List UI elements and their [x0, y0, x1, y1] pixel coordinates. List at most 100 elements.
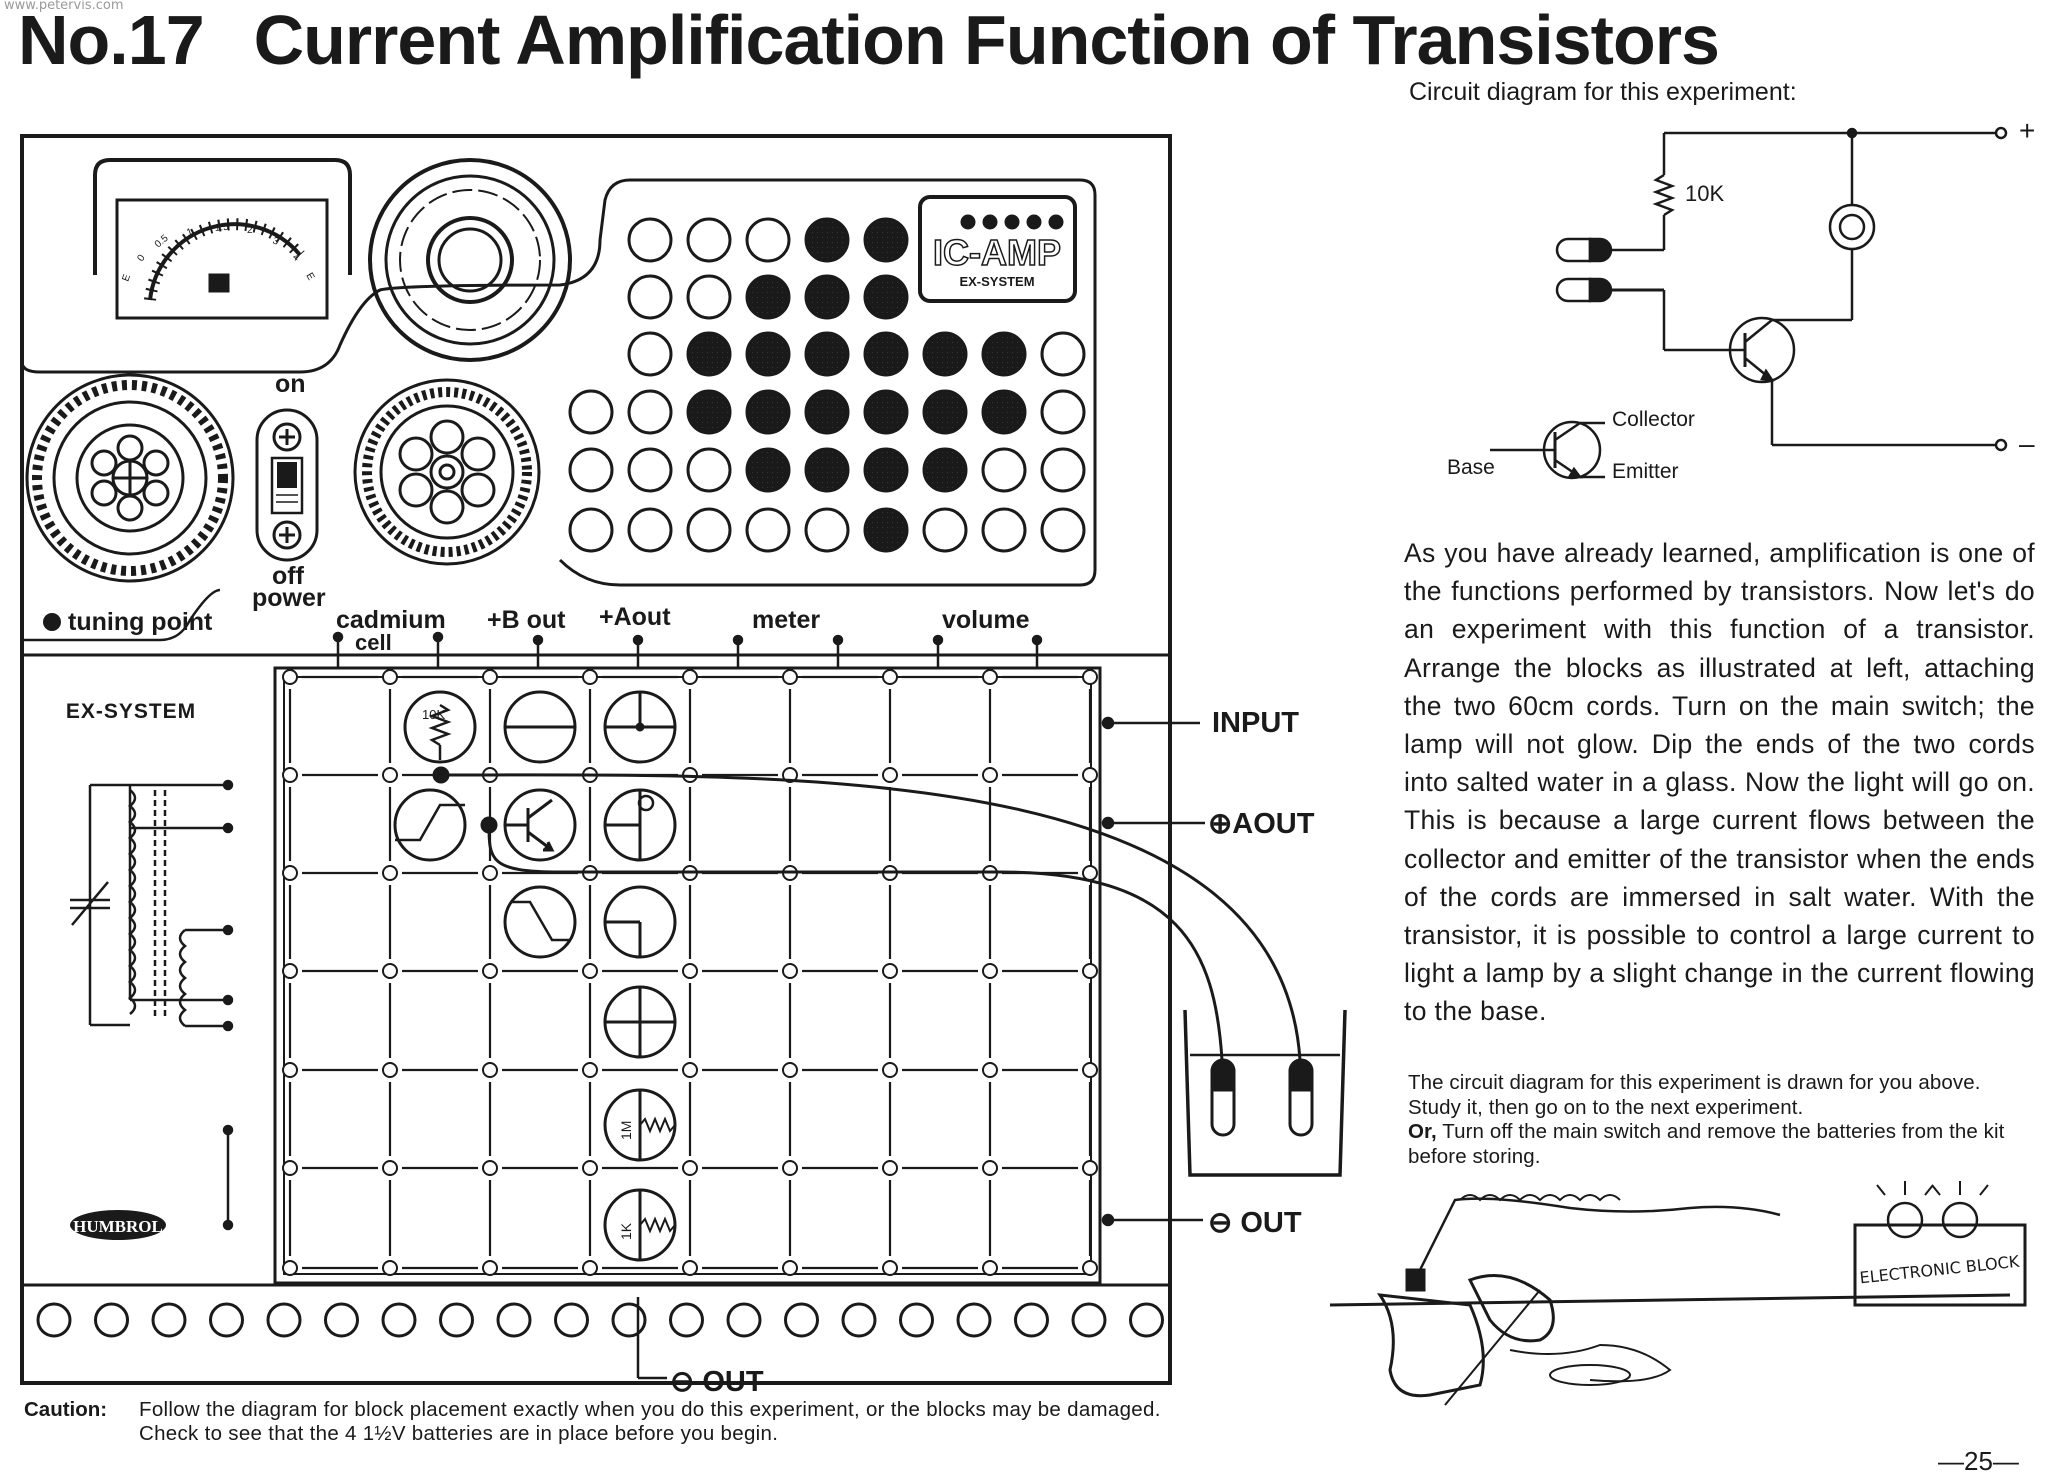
grid-node — [282, 1062, 298, 1078]
ex-system-badge: EX-SYSTEM — [959, 274, 1034, 289]
grid-hole — [1040, 389, 1086, 435]
grid-hole — [922, 507, 968, 553]
grid-hole — [804, 447, 850, 493]
watermark: www.petervis.com — [4, 0, 124, 13]
grid-node — [882, 669, 898, 685]
block-resistor-1k — [603, 1188, 677, 1262]
bottom-hole — [439, 1302, 474, 1338]
grid-node — [982, 1260, 998, 1276]
block-10k-label: 10K — [422, 707, 445, 722]
grid-node — [282, 1160, 298, 1176]
grid-node — [282, 669, 298, 685]
grid-node — [882, 1062, 898, 1078]
grid-hole — [627, 447, 673, 493]
breadboard-grid — [282, 669, 1098, 1276]
grid-node — [782, 963, 798, 979]
grid-hole — [745, 331, 791, 377]
grid-node — [482, 963, 498, 979]
svg-text:0: 0 — [135, 252, 147, 263]
cadmium-label: cadmium — [336, 606, 446, 634]
volume-label: volume — [942, 606, 1030, 634]
grid-hole — [863, 274, 909, 320]
humbrol-logo-text: HUMBROL — [73, 1217, 163, 1236]
speaker-top — [368, 158, 572, 362]
grid-node — [482, 865, 498, 881]
tuning-point-label: tuning point — [68, 608, 213, 636]
legend-collector: Collector — [1612, 408, 1695, 431]
grid-node — [582, 1062, 598, 1078]
grid-node — [282, 1260, 298, 1276]
svg-text:E: E — [120, 273, 133, 283]
block-1m-label: 1M — [618, 1121, 634, 1140]
svg-text:1: 1 — [185, 226, 194, 238]
grid-node — [782, 1160, 798, 1176]
circuit-plus: + — [2019, 115, 2036, 146]
breadboard-frame — [273, 666, 1102, 1285]
input-label: INPUT — [1212, 707, 1299, 739]
grid-hole — [1040, 507, 1086, 553]
experiment-number: No.17 — [18, 1, 205, 79]
grid-hole — [745, 389, 791, 435]
bottom-hole — [1014, 1302, 1049, 1338]
block-wire-cross — [603, 985, 677, 1059]
grid-hole — [745, 217, 791, 263]
circuit-resistor-label: 10K — [1685, 181, 1725, 206]
svg-text:2: 2 — [247, 225, 253, 236]
block-wire-tee — [603, 690, 677, 764]
grid-hole — [804, 389, 850, 435]
ic-amp-label: IC-AMP — [933, 232, 1061, 273]
grid-hole — [686, 507, 732, 553]
block-1k-label: 1K — [618, 1222, 634, 1240]
page-number: —25— — [1938, 1446, 2019, 1476]
circuit-diagram — [1490, 126, 2008, 480]
grid-hole — [627, 274, 673, 320]
ex-system-label: EX-SYSTEM — [66, 700, 196, 723]
bottom-hole — [151, 1302, 187, 1338]
meter-label: meter — [752, 606, 821, 634]
note-line-1: The circuit diagram for this experiment … — [1408, 1071, 1981, 1119]
note-text: The circuit diagram for this experiment … — [1408, 1071, 2036, 1169]
grid-hole — [627, 507, 673, 553]
tuning-dial — [25, 373, 235, 583]
experiment-title: Current Amplification Function of Transi… — [253, 1, 1720, 79]
grid-node — [982, 767, 998, 783]
power-switch — [255, 408, 319, 562]
circuit-caption: Circuit diagram for this experiment: — [1409, 78, 1797, 106]
bottom-hole — [1129, 1302, 1164, 1338]
grid-node — [482, 669, 498, 685]
grid-node — [1082, 767, 1098, 783]
grid-hole — [981, 389, 1027, 435]
grid-node — [382, 865, 398, 881]
svg-text:3: 3 — [271, 235, 280, 247]
note-line-2: Turn off the main switch and remove the … — [1408, 1120, 2005, 1168]
meter — [93, 158, 352, 320]
grid-node — [782, 669, 798, 685]
upper-panel-outline — [20, 178, 1097, 587]
grid-hole — [981, 447, 1027, 493]
hole-grid — [568, 217, 1086, 553]
grid-hole — [804, 507, 850, 553]
grid-node — [782, 1062, 798, 1078]
grid-node — [582, 963, 598, 979]
grid-hole — [1040, 447, 1086, 493]
grid-node — [982, 669, 998, 685]
grid-node — [782, 1260, 798, 1276]
grid-hole — [863, 217, 909, 263]
block-resistor-10k — [403, 690, 477, 764]
block-transistor — [503, 788, 577, 862]
grid-hole — [922, 447, 968, 493]
grid-node — [982, 963, 998, 979]
grid-node — [482, 1062, 498, 1078]
bottom-hole — [36, 1302, 72, 1338]
grid-hole — [922, 331, 968, 377]
grid-hole — [804, 331, 850, 377]
kit-illustration: E 0 0.5 1 1.5 2 3 4 E — [20, 134, 1347, 1385]
note-or-label: Or, — [1408, 1120, 1437, 1143]
bottom-hole — [611, 1302, 647, 1338]
block-resistor-1m — [603, 1088, 677, 1162]
bottom-hole — [94, 1302, 129, 1338]
cords — [432, 766, 1302, 1061]
grid-node — [882, 1160, 898, 1176]
grid-hole — [863, 389, 909, 435]
b-out-label: +B out — [487, 606, 566, 634]
